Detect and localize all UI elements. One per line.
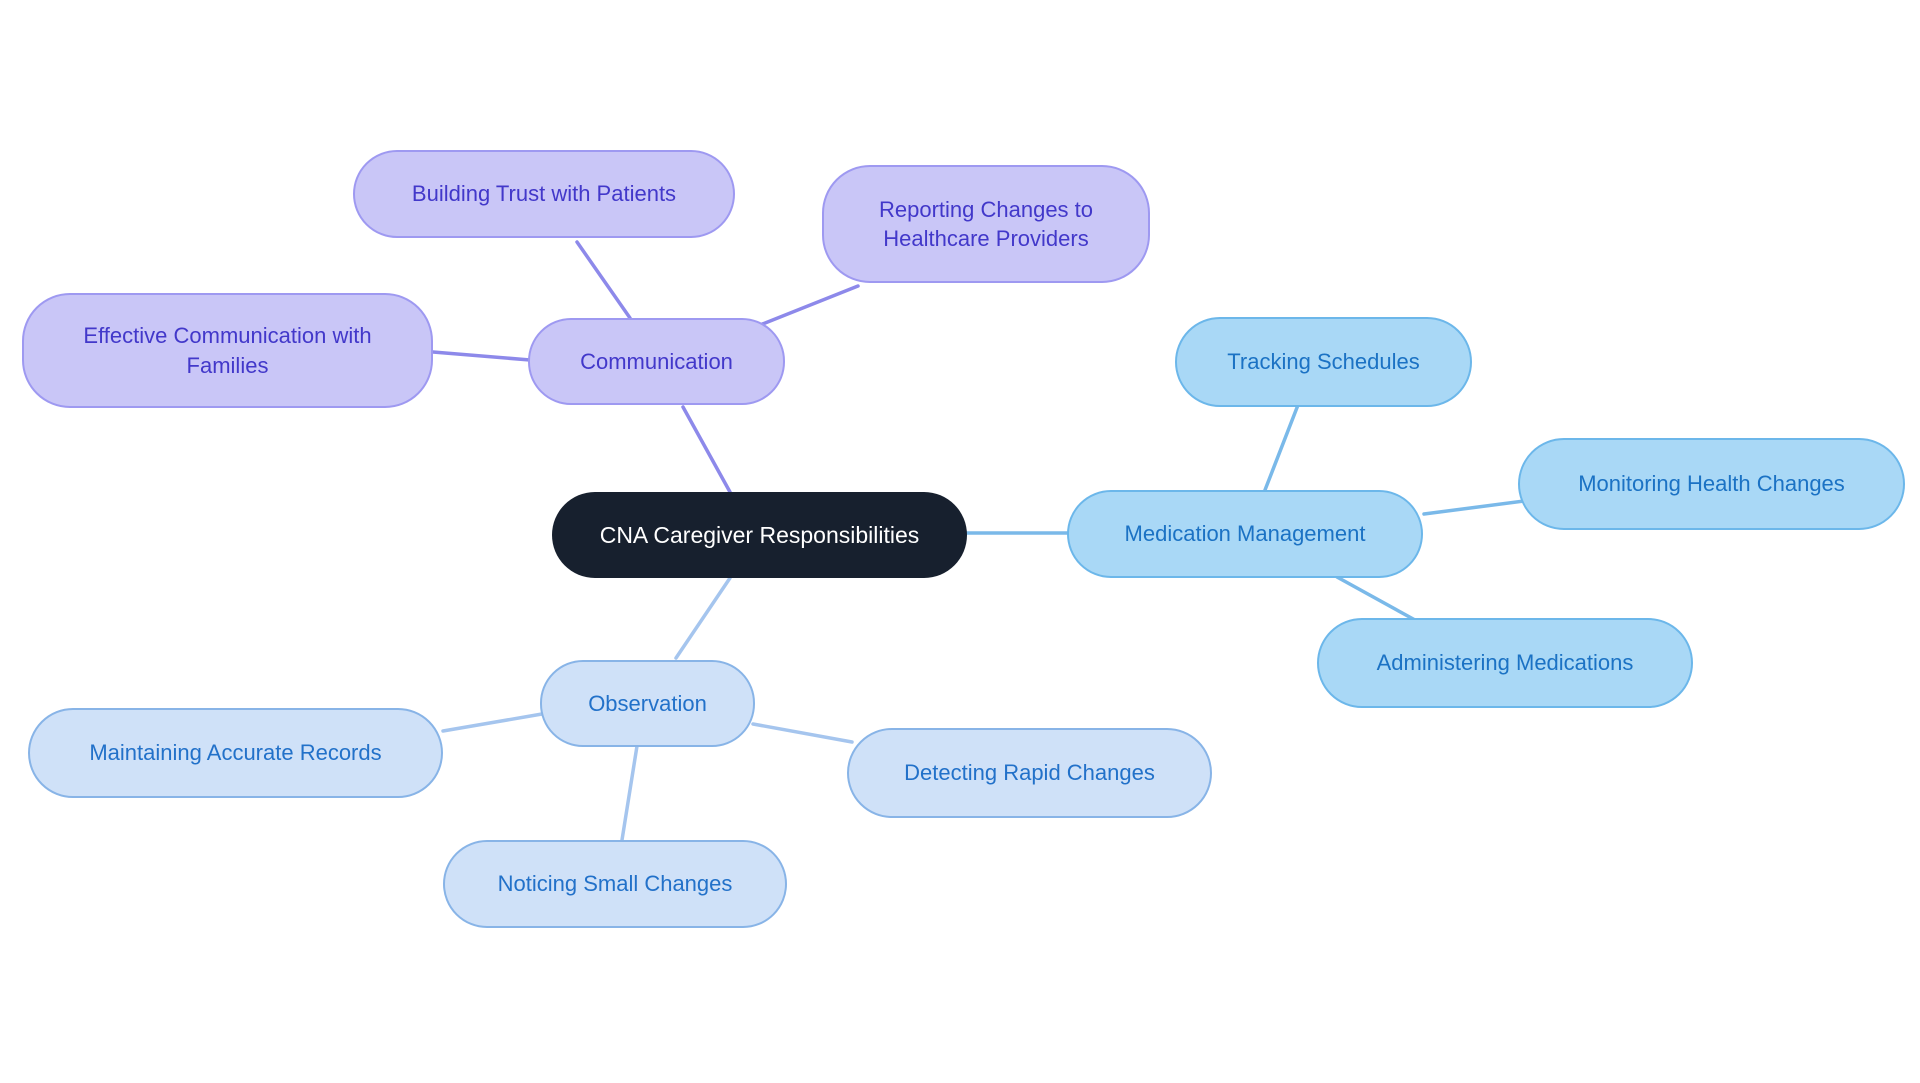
edge-effective-communication-to-communication <box>431 350 532 362</box>
node-effective-communication-label: Effective Communication with Families <box>83 323 372 378</box>
node-building-trust-label: Building Trust with Patients <box>411 181 677 207</box>
node-maintaining-records-label: Maintaining Accurate Records <box>89 740 382 766</box>
node-observation-label: Observation <box>588 690 707 716</box>
edge-communication-to-root <box>681 405 732 494</box>
edge-maintaining-records-to-observation <box>441 712 544 733</box>
edge-medication-management-to-administering <box>1335 575 1417 622</box>
node-monitoring-health[interactable]: Monitoring Health Changes <box>1518 438 1905 530</box>
node-communication[interactable]: Communication <box>528 318 785 405</box>
node-medication-management[interactable]: Medication Management <box>1067 490 1423 578</box>
node-medication-management-label: Medication Management <box>1124 521 1366 547</box>
node-detecting-rapid-label: Detecting Rapid Changes <box>904 760 1155 786</box>
node-maintaining-records[interactable]: Maintaining Accurate Records <box>28 708 443 798</box>
edge-observation-to-detecting-rapid <box>751 722 854 744</box>
node-reporting-changes[interactable]: Reporting Changes to Healthcare Provider… <box>822 165 1150 283</box>
edge-medication-management-to-monitoring-health <box>1422 498 1534 516</box>
edge-tracking-schedules-to-medication-management <box>1263 403 1300 492</box>
edge-reporting-changes-to-communication <box>758 284 860 327</box>
node-root-label: CNA Caregiver Responsibilities <box>599 521 920 548</box>
node-effective-communication[interactable]: Effective Communication with Families <box>22 293 433 408</box>
edge-root-to-observation <box>674 576 732 660</box>
node-tracking-schedules-label: Tracking Schedules <box>1227 349 1420 375</box>
edge-observation-to-noticing-small <box>620 744 639 842</box>
node-observation[interactable]: Observation <box>540 660 755 747</box>
node-administering-medications[interactable]: Administering Medications <box>1317 618 1693 708</box>
node-noticing-small-label: Noticing Small Changes <box>497 871 733 897</box>
node-root[interactable]: CNA Caregiver Responsibilities <box>552 492 967 578</box>
node-communication-label: Communication <box>580 348 733 374</box>
node-administering-medications-label: Administering Medications <box>1376 650 1634 676</box>
node-monitoring-health-label: Monitoring Health Changes <box>1578 471 1845 497</box>
node-detecting-rapid[interactable]: Detecting Rapid Changes <box>847 728 1212 818</box>
node-building-trust[interactable]: Building Trust with Patients <box>353 150 735 238</box>
node-noticing-small[interactable]: Noticing Small Changes <box>443 840 787 928</box>
edge-building-trust-to-communication <box>575 240 632 320</box>
node-tracking-schedules[interactable]: Tracking Schedules <box>1175 317 1472 407</box>
node-reporting-changes-label: Reporting Changes to Healthcare Provider… <box>878 196 1094 251</box>
